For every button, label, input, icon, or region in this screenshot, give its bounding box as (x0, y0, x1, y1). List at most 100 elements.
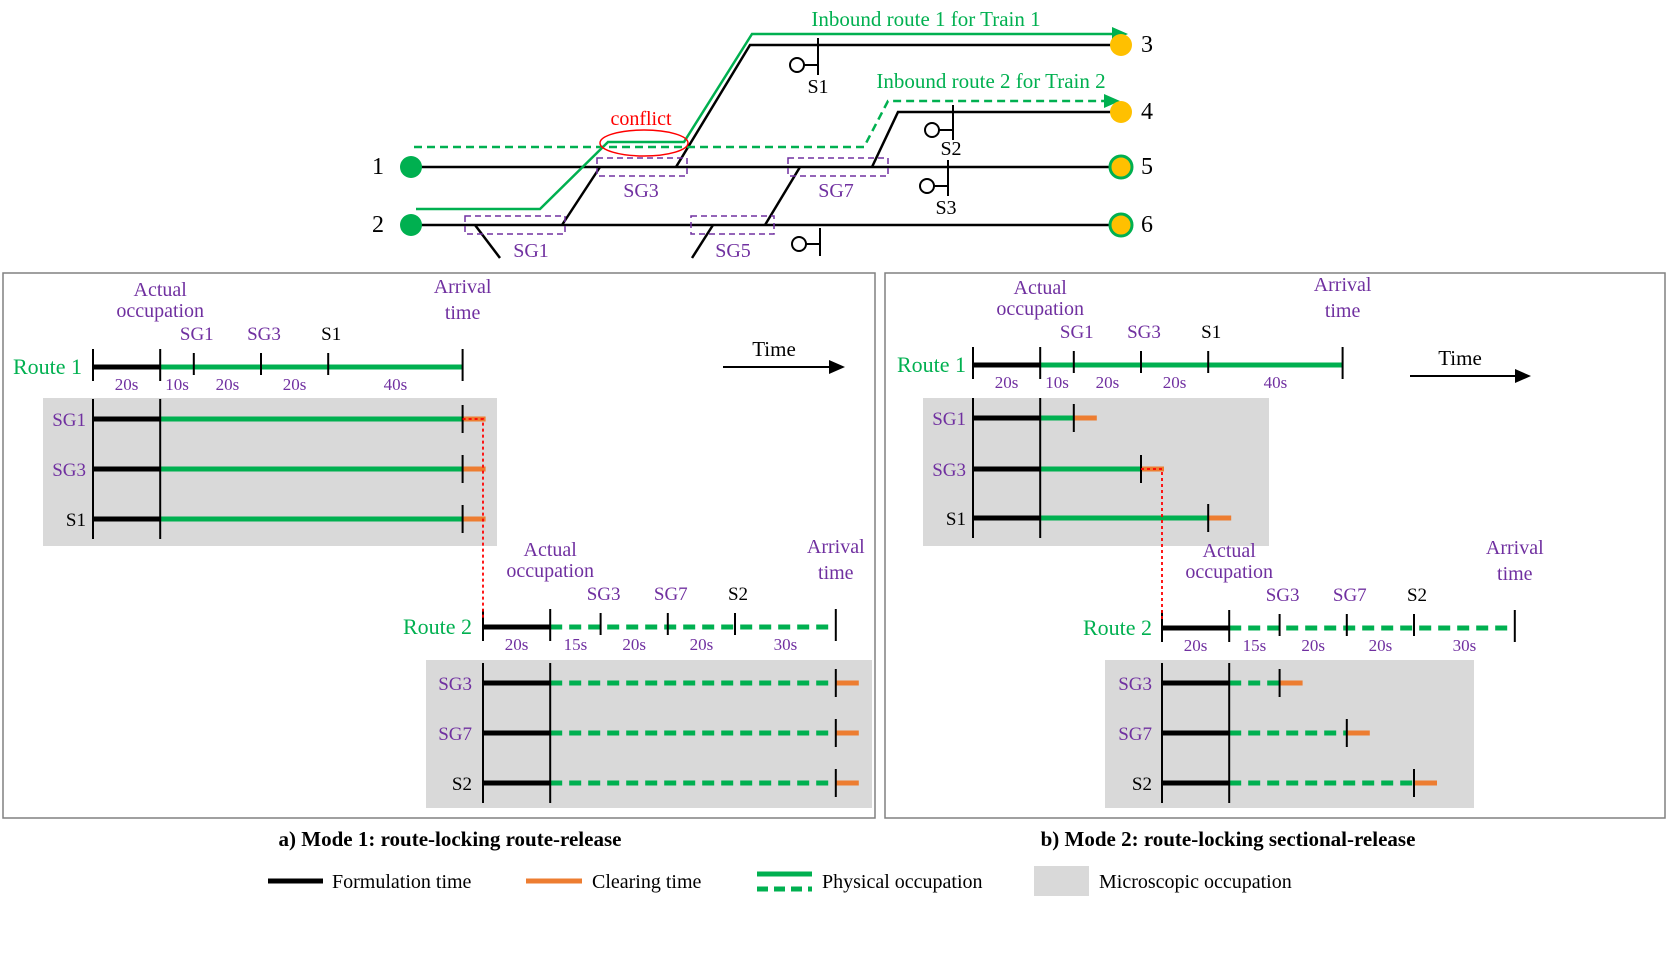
actual-occupation-label-line2: occupation (116, 300, 204, 322)
section-marker-label: SG7 (654, 584, 688, 605)
route-name: Route 1 (897, 352, 966, 377)
actual-occupation-label-line2: occupation (1185, 561, 1273, 583)
actual-occupation-label-line1: Actual (1203, 540, 1257, 562)
microscopic-row-label: SG7 (438, 724, 472, 745)
start-node-2 (400, 214, 422, 236)
legend-physical-label: Physical occupation (822, 871, 983, 893)
end-node-label-3: 3 (1141, 32, 1153, 58)
crossover-sg1-sg3 (560, 166, 602, 226)
legend-microscopic-label: Microscopic occupation (1099, 871, 1292, 893)
duration-label: 20s (1096, 373, 1120, 392)
arrival-time-label-line2: time (1497, 563, 1533, 585)
switch-group-label-sg5: SG5 (715, 240, 751, 262)
legend-clearing-label: Clearing time (592, 871, 702, 893)
end-node-4 (1110, 101, 1132, 123)
section-marker-label: S1 (321, 324, 341, 345)
duration-label: 20s (1301, 636, 1325, 655)
start-node-label-2: 2 (372, 212, 384, 238)
track-branch-4 (870, 110, 1120, 168)
signal-label-s1: S1 (807, 76, 828, 98)
panel-a-caption: a) Mode 1: route-locking route-release (279, 827, 622, 851)
duration-label: 10s (1045, 373, 1069, 392)
switch-group-label-sg7: SG7 (818, 180, 854, 202)
end-node-5 (1108, 154, 1134, 180)
arrival-time-label-line1: Arrival (1314, 274, 1372, 296)
duration-label: 20s (216, 375, 240, 394)
arrival-time-label-line2: time (818, 562, 854, 584)
microscopic-row-label: SG3 (438, 674, 472, 695)
route-name: Route 1 (13, 354, 82, 379)
end-node-3 (1110, 34, 1132, 56)
conflict-ellipse (599, 129, 689, 157)
track-stub-sg5 (690, 224, 715, 259)
route-name: Route 2 (1083, 615, 1152, 640)
section-marker-label: SG3 (1127, 322, 1161, 343)
end-node-6 (1108, 212, 1134, 238)
section-marker-label: SG1 (180, 324, 214, 345)
actual-occupation-label-line1: Actual (524, 539, 578, 561)
legend-microscopic-swatch (1034, 866, 1089, 896)
legend: Formulation time Clearing time Physical … (268, 866, 1292, 896)
microscopic-row-label: SG3 (1118, 674, 1152, 695)
switch-group-box-sg7 (787, 157, 889, 177)
section-marker-label: SG1 (1060, 322, 1094, 343)
duration-label: 15s (1243, 636, 1267, 655)
panel-b-caption: b) Mode 2: route-locking sectional-relea… (1041, 827, 1416, 851)
actual-occupation-label-line2: occupation (996, 298, 1084, 320)
end-node-label-6: 6 (1141, 212, 1153, 238)
track-branch-3 (674, 43, 1120, 168)
microscopic-row-label: SG7 (1118, 724, 1152, 745)
start-node-label-1: 1 (372, 154, 384, 180)
section-marker-label: SG3 (1266, 585, 1300, 606)
section-marker-label: S2 (728, 584, 748, 605)
switch-group-label-sg3: SG3 (623, 180, 659, 202)
microscopic-row-label: S1 (66, 510, 86, 531)
arrival-time-label-line2: time (445, 302, 481, 324)
switch-group-label-sg1: SG1 (513, 240, 549, 262)
microscopic-occupation-box-route-1 (923, 398, 1269, 546)
panel-b-frame (884, 272, 1666, 819)
inbound-route-2-path (414, 99, 1104, 149)
duration-label: 40s (1264, 373, 1288, 392)
switch-group-box-sg5 (690, 215, 775, 235)
duration-label: 20s (622, 635, 646, 654)
time-label: Time (1438, 346, 1482, 370)
duration-label: 20s (1184, 636, 1208, 655)
duration-label: 20s (505, 635, 529, 654)
duration-label: 20s (283, 375, 307, 394)
inbound-route-2-label: Inbound route 2 for Train 2 (876, 69, 1105, 93)
route-name: Route 2 (403, 614, 472, 639)
end-node-label-4: 4 (1141, 99, 1153, 125)
duration-label: 20s (1369, 636, 1393, 655)
duration-label: 20s (1163, 373, 1187, 392)
microscopic-row-label: SG1 (52, 410, 86, 431)
signal-s2-icon (924, 105, 954, 140)
section-marker-label: S1 (1201, 322, 1221, 343)
microscopic-row-label: S2 (452, 774, 472, 795)
inbound-route-1-label: Inbound route 1 for Train 1 (811, 7, 1040, 31)
microscopic-row-label: SG1 (932, 409, 966, 430)
switch-group-box-sg3 (596, 157, 688, 177)
duration-label: 30s (774, 635, 798, 654)
microscopic-row-label: S1 (946, 509, 966, 530)
actual-occupation-label-line2: occupation (506, 560, 594, 582)
duration-label: 10s (165, 375, 189, 394)
microscopic-row-label: S2 (1132, 774, 1152, 795)
actual-occupation-label-line1: Actual (134, 279, 188, 301)
duration-label: 15s (564, 635, 588, 654)
end-node-label-5: 5 (1141, 154, 1153, 180)
duration-label: 20s (995, 373, 1019, 392)
actual-occupation-label-line1: Actual (1014, 277, 1068, 299)
signal-label-s3: S3 (935, 197, 956, 219)
duration-label: 20s (115, 375, 139, 394)
time-arrow-head (1515, 369, 1531, 383)
signal-label-s2: S2 (940, 138, 961, 160)
microscopic-row-label: SG3 (52, 460, 86, 481)
microscopic-row-label: SG3 (932, 460, 966, 481)
track-layout: conflict SG1 SG3 SG5 SG7 S1 S2 S3 (372, 7, 1153, 262)
track-stub-sg1 (474, 224, 501, 259)
time-label: Time (752, 337, 796, 361)
signal-s1-icon (789, 38, 819, 75)
